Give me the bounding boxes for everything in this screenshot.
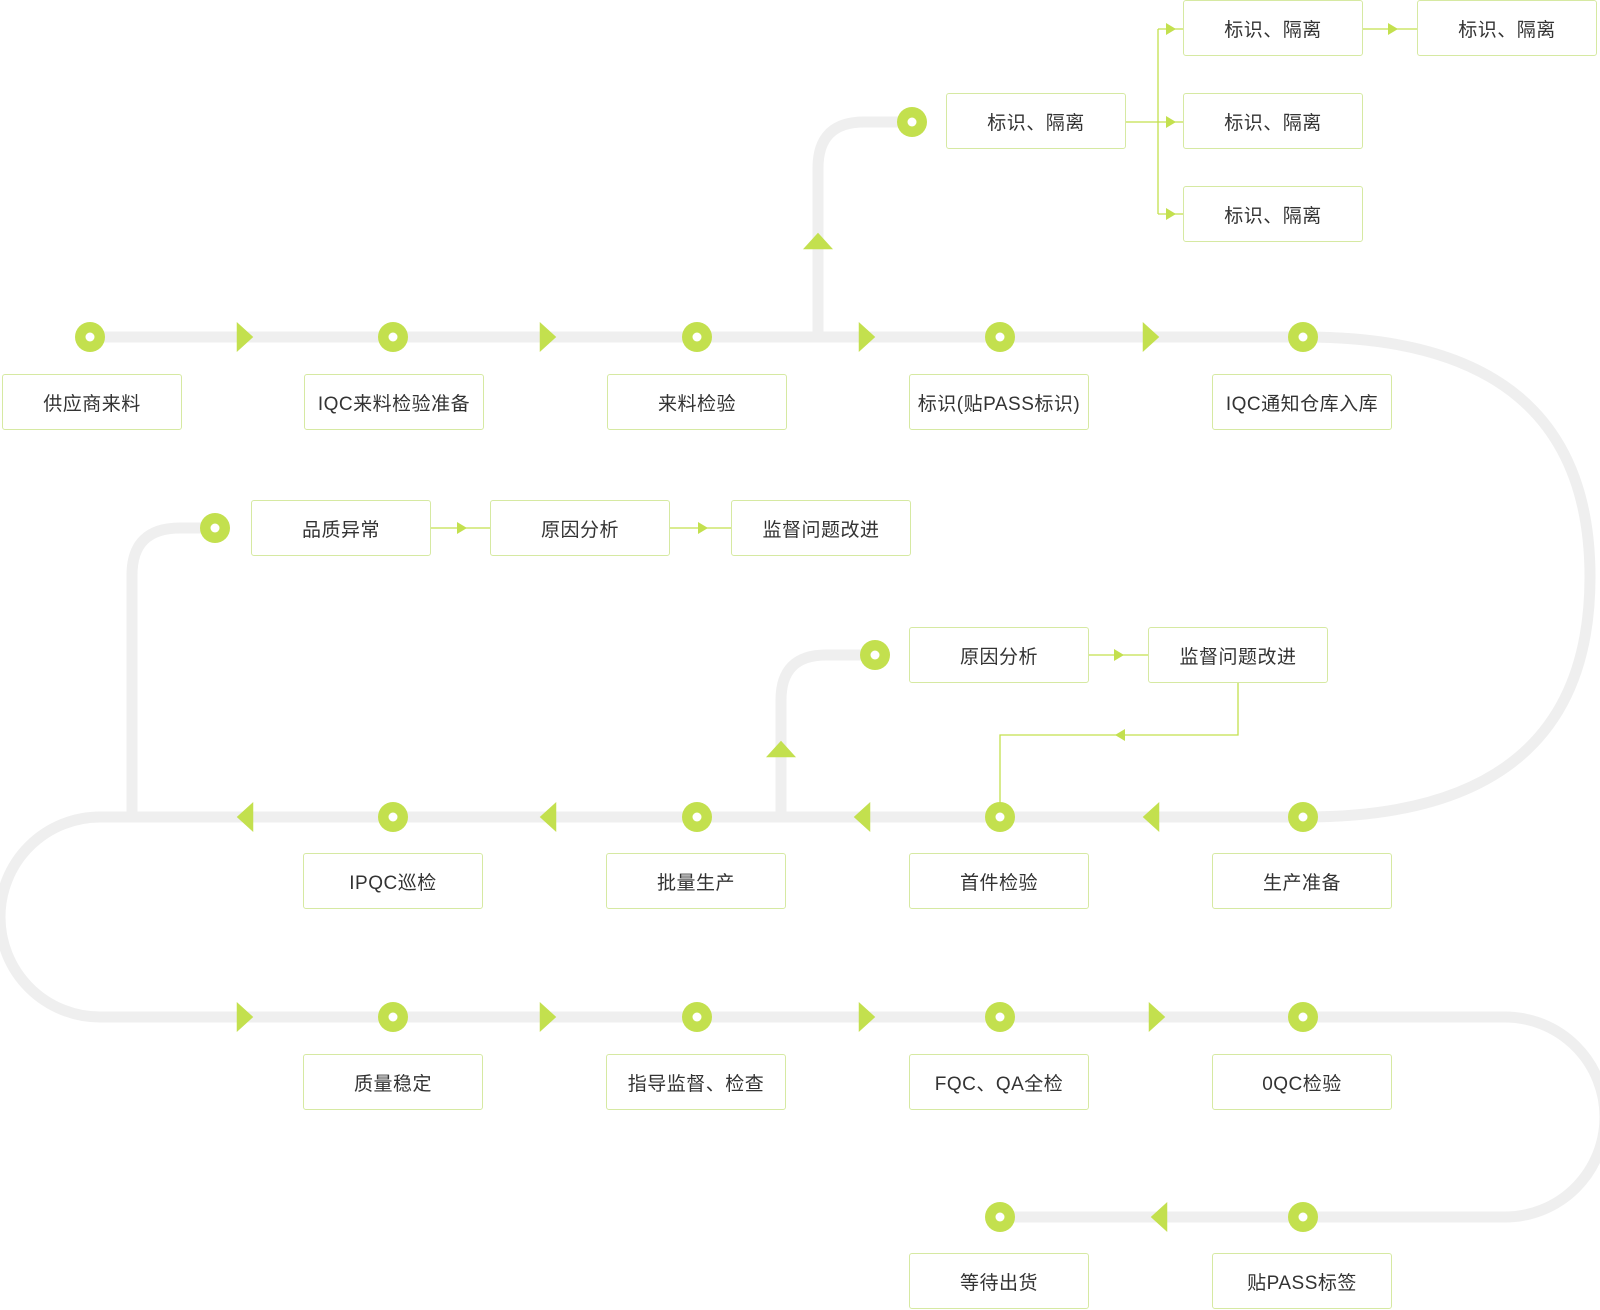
step-iqc-notify: IQC通知仓库入库 [1212, 374, 1392, 430]
flow-arrow-left [1150, 1202, 1168, 1232]
flow-node-center [210, 523, 220, 533]
step-mark-isolate-a: 标识、隔离 [1183, 0, 1363, 56]
connector-line [999, 683, 1239, 806]
flow-node-center [692, 1012, 702, 1022]
step-supervise-improve-a: 监督问题改进 [731, 500, 911, 556]
flow-arrow-left [853, 802, 871, 832]
step-oqc: 0QC检验 [1212, 1054, 1392, 1110]
flow-node-center [907, 117, 917, 127]
step-mark-isolate: 标识、隔离 [946, 93, 1126, 149]
flow-arrows [236, 23, 1398, 1232]
step-incoming: 来料检验 [607, 374, 787, 430]
step-quality-stable: 质量稳定 [303, 1054, 483, 1110]
step-pass-label: 贴PASS标签 [1212, 1253, 1392, 1309]
flow-arrow-right [236, 322, 254, 352]
connector-arrow [1115, 729, 1125, 741]
flow-node-center [1298, 1012, 1308, 1022]
step-fqc-qa: FQC、QA全检 [909, 1054, 1089, 1110]
connector-arrow [457, 522, 467, 534]
flow-node-center [995, 1012, 1005, 1022]
connector-arrow [698, 522, 708, 534]
branch-track-mass-prod [775, 649, 875, 817]
step-cause-analysis-b: 原因分析 [909, 627, 1089, 683]
step-iqc-prep: IQC来料检验准备 [304, 374, 484, 430]
flow-node-center [388, 332, 398, 342]
flow-arrow-right [858, 1002, 876, 1032]
step-await-ship: 等待出货 [909, 1253, 1089, 1309]
flow-node-center [692, 332, 702, 342]
flow-nodes [75, 107, 1318, 1232]
flow-node-center [870, 650, 880, 660]
flow-arrow-up [766, 740, 796, 758]
flow-node-center [388, 812, 398, 822]
connector-arrow [1166, 23, 1176, 35]
flow-node-center [995, 812, 1005, 822]
connector-arrow [1166, 208, 1176, 220]
flow-arrow-right [539, 1002, 557, 1032]
flow-arrow-right [1142, 322, 1160, 352]
flow-node-center [692, 812, 702, 822]
connector-arrow [1114, 649, 1124, 661]
flow-track [0, 116, 1600, 1223]
step-cause-analysis-a: 原因分析 [490, 500, 670, 556]
flow-node-center [388, 1012, 398, 1022]
flow-arrow-right [858, 322, 876, 352]
step-mark-isolate-d: 标识、隔离 [1417, 0, 1597, 56]
step-mark-isolate-c: 标识、隔离 [1183, 186, 1363, 242]
flow-node-center [1298, 1212, 1308, 1222]
step-ipqc: IPQC巡检 [303, 853, 483, 909]
flow-node-center [85, 332, 95, 342]
step-supplier: 供应商来料 [2, 374, 182, 430]
step-quality-abnormal: 品质异常 [251, 500, 431, 556]
branch-track-abnormal [126, 522, 215, 817]
flow-node-center [1298, 812, 1308, 822]
step-mark-isolate-b: 标识、隔离 [1183, 93, 1363, 149]
flow-arrow-left [539, 802, 557, 832]
step-pass-mark: 标识(贴PASS标识) [909, 374, 1089, 430]
flow-arrow-right [1148, 1002, 1166, 1032]
connector-arrow [1166, 116, 1176, 128]
step-supervise-improve-b: 监督问题改进 [1148, 627, 1328, 683]
flow-node-center [995, 1212, 1005, 1222]
connector-arrow [1388, 23, 1398, 35]
step-mass-prod: 批量生产 [606, 853, 786, 909]
step-prod-prep: 生产准备 [1212, 853, 1392, 909]
flow-arrow-left [1142, 802, 1160, 832]
flow-node-center [1298, 332, 1308, 342]
step-first-article: 首件检验 [909, 853, 1089, 909]
flow-node-center [995, 332, 1005, 342]
flow-arrow-right [539, 322, 557, 352]
flow-arrow-left [236, 802, 254, 832]
branch-track-incoming [812, 116, 912, 337]
flow-arrow-right [236, 1002, 254, 1032]
step-guide-check: 指导监督、检查 [606, 1054, 786, 1110]
flow-arrow-up [803, 232, 833, 250]
main-flow-track [0, 331, 1600, 1223]
